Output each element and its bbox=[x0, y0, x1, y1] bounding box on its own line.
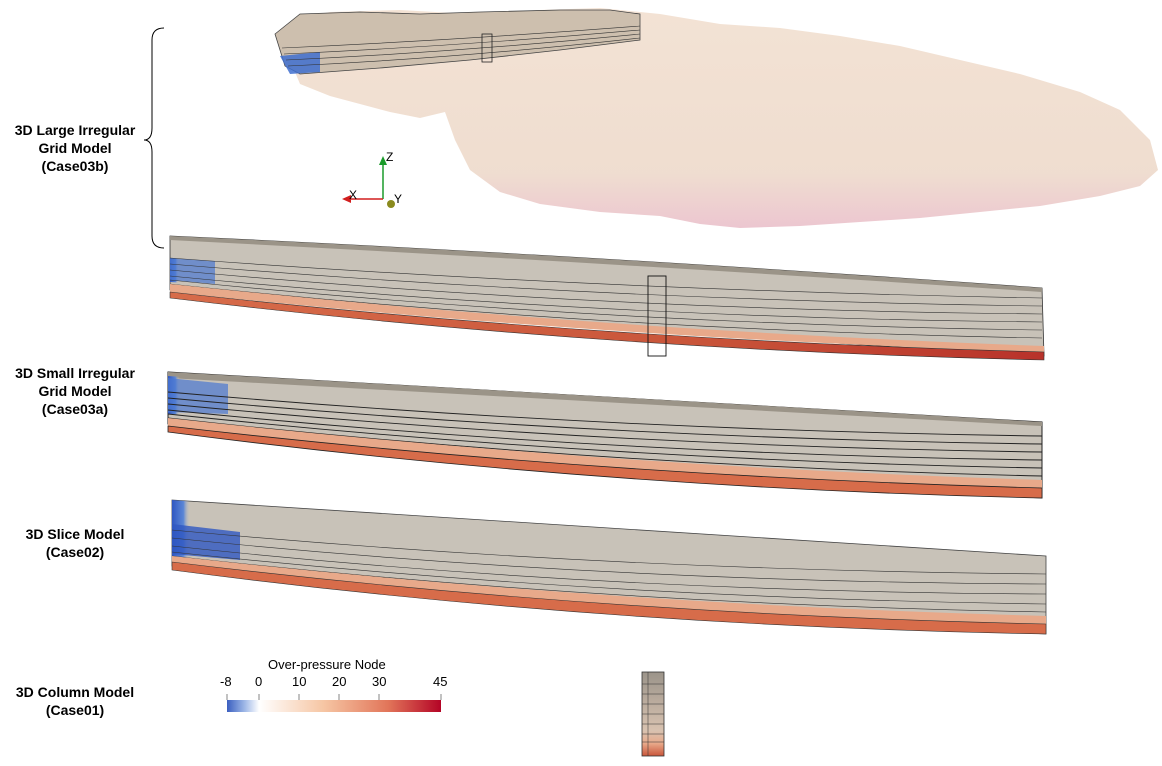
axis-y-label: Y bbox=[394, 192, 403, 206]
colorbar-tick-label: 0 bbox=[255, 674, 263, 689]
label-line: (Case01) bbox=[45, 702, 105, 718]
axes-triad bbox=[342, 156, 395, 208]
model-label-case02: 3D Slice Model (Case02) bbox=[0, 525, 150, 561]
axis-z-label: Z bbox=[386, 150, 394, 164]
bracket bbox=[143, 27, 165, 249]
case03b-layers bbox=[281, 25, 641, 67]
label-line: Grid Model bbox=[38, 383, 112, 399]
colorbar-tick-label: -8 bbox=[220, 674, 232, 689]
label-line: (Case03b) bbox=[41, 158, 109, 174]
label-line: 3D Large Irregular bbox=[14, 122, 136, 138]
label-line: (Case03a) bbox=[41, 401, 109, 417]
colorbar-tick-label: 20 bbox=[332, 674, 347, 689]
model-label-case03a: 3D Small Irregular Grid Model (Case03a) bbox=[0, 364, 150, 418]
case03b-slice-detail bbox=[169, 235, 1045, 361]
case01-column bbox=[641, 671, 665, 757]
colorbar-gradient bbox=[227, 700, 441, 712]
colorbar bbox=[226, 694, 442, 712]
case03b-blue-edge bbox=[280, 52, 320, 74]
case03b-column-outline bbox=[481, 33, 493, 63]
colorbar-tick-label: 45 bbox=[433, 674, 448, 689]
label-line: 3D Small Irregular bbox=[15, 365, 135, 381]
label-line: Grid Model bbox=[38, 140, 112, 156]
ghost-volume bbox=[290, 8, 1158, 228]
large-grid-model bbox=[274, 8, 1158, 228]
model-label-case03b: 3D Large Irregular Grid Model (Case03b) bbox=[0, 121, 150, 175]
axis-x-label: X bbox=[349, 188, 358, 202]
colorbar-title: Over-pressure Node bbox=[268, 657, 386, 672]
label-line: 3D Column Model bbox=[15, 684, 135, 700]
label-line: (Case02) bbox=[45, 544, 105, 560]
model-label-case01: 3D Column Model (Case01) bbox=[0, 683, 150, 719]
colorbar-tick-label: 30 bbox=[372, 674, 387, 689]
label-line: 3D Slice Model bbox=[25, 526, 125, 542]
case02-slice bbox=[171, 499, 1047, 635]
case03b-slice bbox=[274, 9, 641, 75]
colorbar-tick-label: 10 bbox=[292, 674, 307, 689]
case03a-slice bbox=[167, 371, 1043, 499]
